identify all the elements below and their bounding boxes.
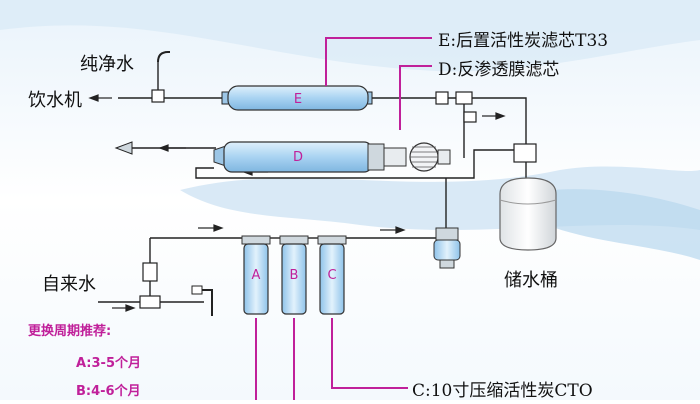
callout-c: C:10寸压缩活性炭CTO bbox=[412, 381, 593, 401]
cartridge-d-label: D bbox=[293, 150, 303, 165]
cartridge-b: B bbox=[279, 235, 309, 315]
membrane-end-cap bbox=[383, 142, 451, 172]
cartridge-d: D bbox=[213, 141, 451, 173]
schedule-a: A:3-5个月 bbox=[76, 356, 141, 371]
cartridge-a: A bbox=[241, 235, 271, 315]
pipe-membrane-loop bbox=[195, 149, 526, 179]
leader-lines bbox=[255, 37, 432, 400]
arrow-dispenser-head bbox=[88, 94, 99, 102]
cartridge-c-label: C bbox=[327, 268, 336, 283]
cartridge-b-label: B bbox=[290, 268, 299, 283]
storage-tank bbox=[499, 177, 557, 251]
arrow-valve-head bbox=[495, 112, 506, 120]
cartridge-c: C bbox=[317, 235, 347, 315]
schedule-b: B:4-6个月 bbox=[76, 384, 141, 399]
callout-d: D:反渗透膜滤芯 bbox=[438, 60, 560, 80]
cartridge-e: E bbox=[221, 85, 373, 111]
dispenser-label: 饮水机 bbox=[28, 90, 82, 111]
pure-water-label: 纯净水 bbox=[80, 54, 134, 75]
tank-valve bbox=[513, 143, 537, 163]
waste-restrictor bbox=[114, 141, 133, 155]
schedule-title: 更换周期推荐: bbox=[28, 324, 112, 339]
callout-e: E:后置活性炭滤芯T33 bbox=[438, 31, 609, 51]
arrow-inlet-head bbox=[213, 224, 224, 232]
water-wave-top bbox=[0, 0, 700, 72]
cartridge-e-label: E bbox=[294, 92, 302, 107]
drain-faucet bbox=[191, 285, 213, 316]
arrow-tap-head bbox=[125, 304, 136, 312]
arrow-waste-head bbox=[158, 144, 169, 152]
check-valve bbox=[435, 91, 477, 123]
pure-water-faucet bbox=[151, 51, 170, 103]
leader-d bbox=[399, 65, 432, 130]
arrow-c-head bbox=[395, 226, 406, 234]
leader-e bbox=[325, 37, 432, 86]
booster-pump bbox=[433, 227, 461, 269]
storage-tank-label: 储水桶 bbox=[504, 270, 558, 291]
tap-valve bbox=[139, 262, 161, 309]
tap-water-label: 自来水 bbox=[42, 274, 96, 295]
cartridge-a-label: A bbox=[252, 268, 261, 283]
pipe-top-right bbox=[470, 97, 527, 150]
leader-c bbox=[331, 318, 408, 389]
